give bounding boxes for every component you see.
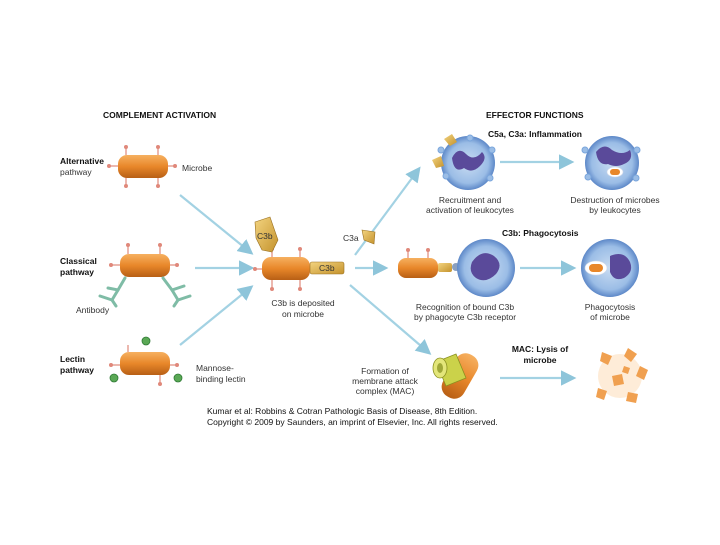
phagocyte-engulfing [581,239,639,297]
phagocyte-recognition [457,239,515,297]
label-deposited-line2: on microbe [281,309,325,319]
antibody-left [98,276,127,308]
leukocyte-recruitment [432,134,496,190]
label-alternative-line2: pathway [60,167,92,177]
label-c3b-side: C3b [319,263,335,273]
mac-complex [432,353,479,399]
label-phagocytosis-line2: of microbe [590,312,630,322]
arrow-center-to-inflammation [354,166,421,256]
leukocyte-destruction [581,136,641,190]
label-phagocytosis-line1: Phagocytosis [584,302,636,312]
label-destruction-line1: Destruction of microbes [570,195,660,205]
microbe-opsonized [398,248,460,278]
c3a-fragment [361,229,376,245]
label-destruction-line2: by leukocytes [589,205,641,215]
microbe-center [253,216,376,291]
mannose-binding-lectin [109,336,183,383]
arrow-alternative-to-center [179,194,254,255]
arrow-lectin-to-center [179,285,254,346]
label-mannose-line1: Mannose- [196,363,234,373]
lysed-microbe [596,348,648,403]
microbe-alternative [107,145,177,188]
microbe-lectin [109,336,183,386]
header-effector-functions: EFFECTOR FUNCTIONS [486,110,584,120]
label-mac-line2: membrane attack [352,376,418,386]
label-recruitment-line2: activation of leukocytes [426,205,514,215]
label-mac-line1: Formation of [361,366,409,376]
label-c3b-top: C3b [257,231,273,241]
label-microbe: Microbe [182,163,213,173]
label-alternative-line1: Alternative [60,156,104,166]
arrow-center-to-mac [349,284,432,355]
label-recognition-line1: Recognition of bound C3b [415,302,515,312]
header-complement-activation: COMPLEMENT ACTIVATION [103,110,217,120]
credit-line2: Copyright © 2009 by Saunders, an imprint… [207,417,498,427]
label-antibody: Antibody [76,305,110,315]
title-lysis-line1: MAC: Lysis of [511,344,569,354]
label-classical-line2: pathway [60,267,95,277]
label-mannose-line2: binding lectin [196,374,246,384]
c3b-fragment-side [309,261,345,275]
antibody-right [161,276,192,308]
label-lectin-line1: Lectin [60,354,86,364]
title-lysis-line2: microbe [523,355,557,365]
credit-line1: Kumar et al: Robbins & Cotran Pathologic… [207,406,478,416]
label-c3a: C3a [343,233,359,243]
label-deposited-line1: C3b is deposited [271,298,335,308]
c3b-fragment-top [254,216,279,253]
title-inflammation: C5a, C3a: Inflammation [488,129,582,139]
label-lectin-line2: pathway [60,365,95,375]
label-classical-line1: Classical [60,256,97,266]
label-mac-line3: complex (MAC) [355,386,415,396]
label-recruitment-line1: Recruitment and [438,195,502,205]
label-recognition-line2: by phagocyte C3b receptor [413,312,517,322]
title-phagocytosis: C3b: Phagocytosis [502,228,579,238]
microbe-classical [98,243,192,308]
